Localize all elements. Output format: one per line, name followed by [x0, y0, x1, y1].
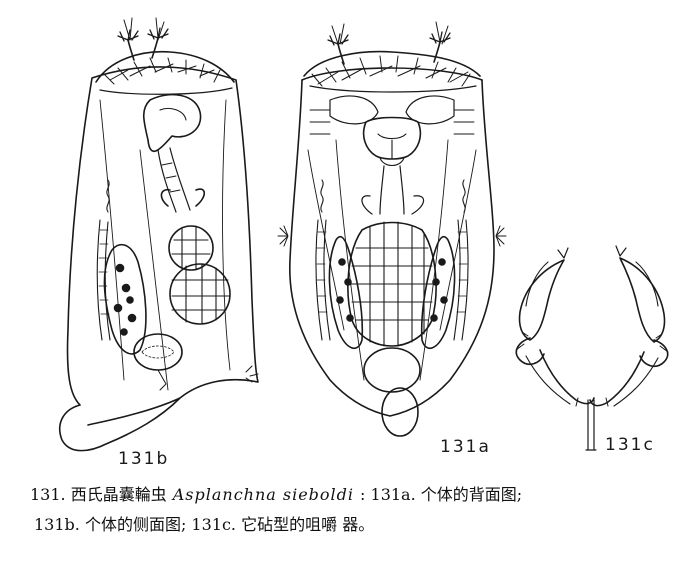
- caption-prefix: 131. 西氏晶囊輪虫: [30, 485, 167, 504]
- rotifer-illustration: [58, 17, 669, 452]
- figure-caption: 131. 西氏晶囊輪虫 Asplanchna sieboldi : 131a. 个体…: [30, 480, 670, 540]
- trophi-drawing: [515, 245, 669, 451]
- dorsal-view-drawing: [277, 21, 507, 437]
- figure-label-131b: 131b: [118, 449, 170, 469]
- figure-label-131c: 131c: [605, 435, 655, 455]
- caption-line-2: 131b. 个体的侧面图; 131c. 它砧型的咀嚼 器。: [34, 515, 375, 534]
- lateral-view-drawing: [58, 17, 259, 452]
- caption-suffix: : 131a. 个体的背面图;: [360, 485, 523, 504]
- caption-line-1: 131. 西氏晶囊輪虫 Asplanchna sieboldi : 131a. 个体…: [30, 480, 670, 510]
- species-name: Asplanchna sieboldi: [172, 485, 355, 504]
- figure-label-131a: 131a: [440, 437, 491, 457]
